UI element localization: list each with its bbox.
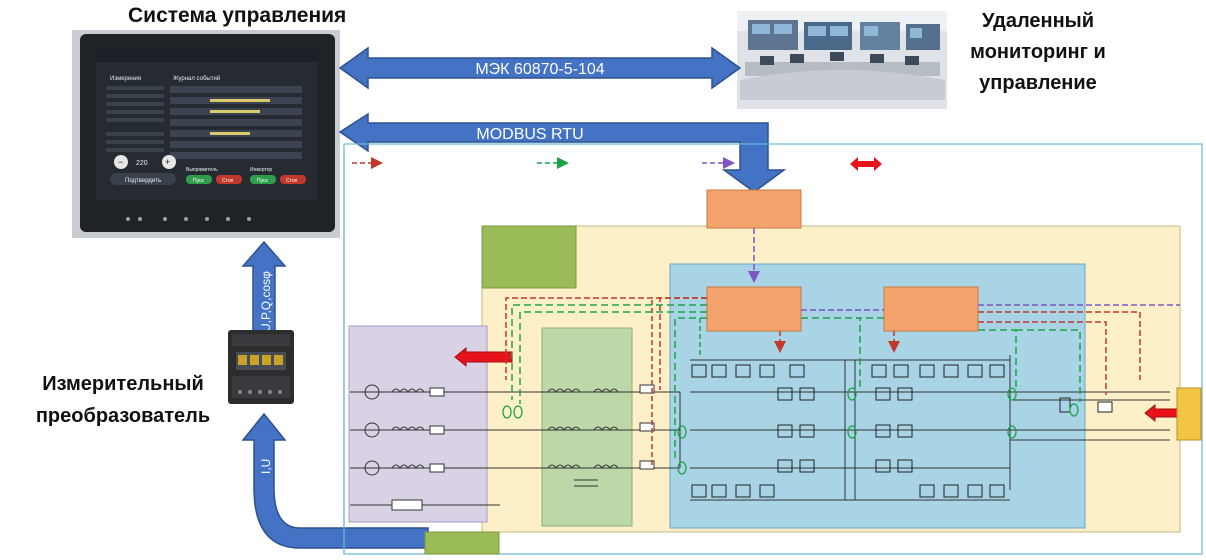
master-controller-block: [706, 189, 802, 229]
measuring-transducer-title: Измерительный преобразователь: [35, 373, 211, 427]
rectifier-label: Выпрямитель: [186, 167, 218, 173]
rectifier-controller-block: [706, 286, 802, 332]
rectifier-stop-button[interactable]: [216, 175, 242, 184]
confirm-button[interactable]: [110, 173, 176, 185]
iec104-link-arrow: МЭК 60870-5-104: [338, 46, 742, 90]
rectifier-start-button[interactable]: [186, 175, 212, 184]
inverter-label: Инвертор: [250, 167, 272, 173]
setpoint-value: 220: [136, 160, 148, 167]
rectifier-stop-label: Стоп: [222, 178, 234, 184]
inverter-bridge: [871, 364, 1113, 498]
control-system-title: Система управления: [128, 4, 347, 27]
inverter-start-button[interactable]: [250, 175, 276, 184]
modbus-label: MODBUS RTU: [476, 126, 583, 143]
rectifier-start-label: Пуск: [193, 178, 205, 184]
filter-zone: [541, 327, 633, 527]
iu-feedback-arrow: I,U: [241, 412, 429, 549]
minus-label: −: [118, 157, 123, 167]
inverter-stop-label: Стоп: [286, 178, 298, 184]
measurements-up-arrow: U,P,Q,cosφ: [241, 240, 287, 335]
inverter-start-label: Пуск: [257, 178, 269, 184]
legend-strokes: [352, 157, 882, 171]
upq-label: U,P,Q,cosφ: [259, 271, 273, 332]
filter-inductors: [547, 384, 655, 487]
minus-button[interactable]: [114, 155, 128, 169]
rectifier-bridge: [691, 364, 815, 498]
modbus-link-arrow: MODBUS RTU: [338, 112, 787, 193]
control-signal-lines: [505, 228, 1180, 465]
control-panel-device: Измерения Журнал событий − 220 + Подтвер…: [72, 30, 340, 238]
control-room-image: [737, 11, 947, 109]
grid-sources: [364, 384, 445, 511]
plus-button[interactable]: [162, 155, 176, 169]
inverter-stop-button[interactable]: [280, 175, 306, 184]
iec104-label: МЭК 60870-5-104: [475, 61, 604, 78]
output-terminal: [1176, 387, 1202, 441]
remote-monitoring-title: Удаленный мониторинг и управление: [970, 10, 1106, 94]
panel-col-measure: Измерения: [110, 76, 141, 82]
meter-ct-block: [424, 531, 500, 555]
current-sensors: [502, 387, 1079, 475]
panel-col-events: Журнал событий: [173, 75, 220, 82]
iu-label: I,U: [259, 459, 273, 474]
meter-device: [228, 330, 294, 404]
plus-label: +: [165, 157, 170, 167]
auxiliary-block: [481, 225, 577, 289]
confirm-label: Подтвердить: [125, 178, 161, 184]
power-lines: [350, 355, 1170, 506]
inverter-controller-block: [883, 286, 979, 332]
